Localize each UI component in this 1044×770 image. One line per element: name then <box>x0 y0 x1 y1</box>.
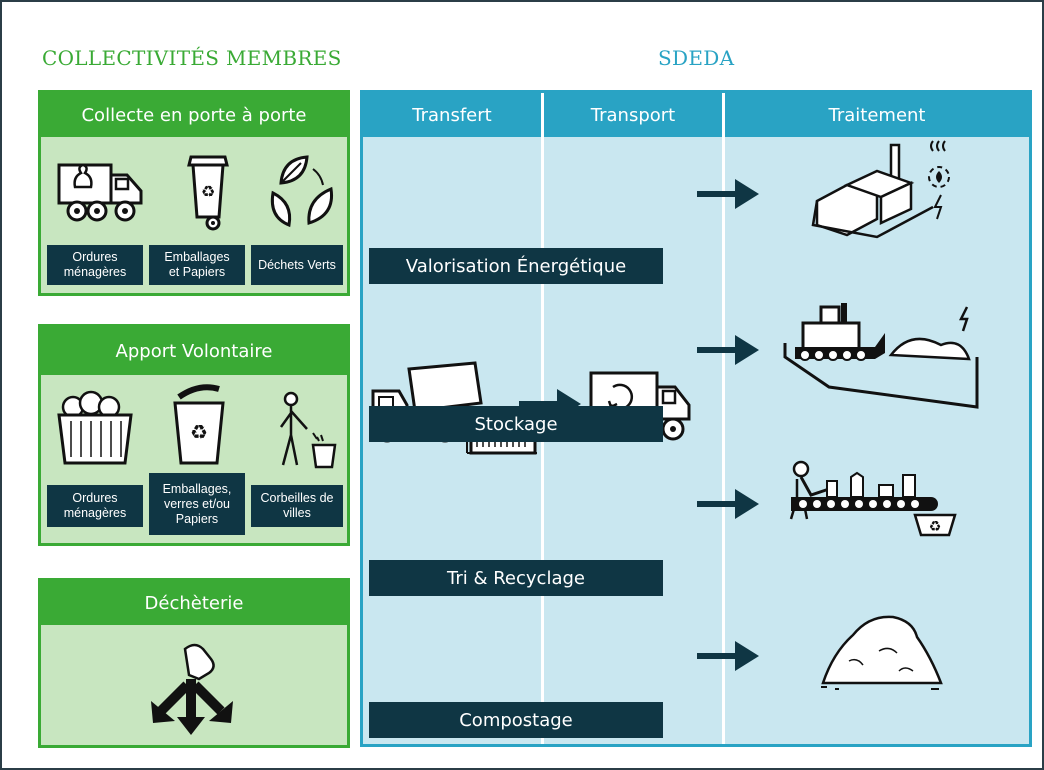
column-transport: Transport <box>544 93 722 137</box>
column-divider <box>722 93 725 744</box>
incinerator-plant-icon <box>811 140 950 239</box>
label-corbeilles-de-villes: Corbeilles de villes <box>251 485 343 527</box>
flow-arrow-icon <box>697 335 759 365</box>
panel-decheterie-title: Déchèterie <box>41 581 347 625</box>
column-traitement: Traitement <box>725 93 1029 137</box>
treatment-stockage: Stockage <box>369 406 663 442</box>
sorting-conveyor-icon: ♻ <box>789 460 957 537</box>
compost-pile-icon <box>821 615 943 690</box>
hand-dropping-arrows-icon <box>151 643 233 735</box>
label-emballages-papiers: Emballages et Papiers <box>149 245 245 285</box>
column-transfert: Transfert <box>363 93 541 137</box>
container-bags-icon <box>57 390 133 465</box>
panel-apport-volontaire-title: Apport Volontaire <box>41 327 347 375</box>
panel-decheterie: Déchèterie <box>38 578 350 748</box>
label-ordures-menageres: Ordures ménagères <box>47 245 143 285</box>
treatment-tri-recyclage: Tri & Recyclage <box>369 560 663 596</box>
garbage-truck-icon <box>57 163 143 222</box>
landfill-bulldozer-icon <box>783 303 979 409</box>
green-waste-leaves-icon <box>270 155 334 228</box>
wheelie-bin-icon: ♻ <box>187 155 229 231</box>
flow-arrow-icon <box>697 179 759 209</box>
recycling-bin-icon: ♻ <box>173 384 225 465</box>
members-header: COLLECTIVITÉS MEMBRES <box>42 46 342 70</box>
label-emballages-verres-papiers: Emballages, verres et/ou Papiers <box>149 473 245 535</box>
treatment-valorisation-energetique: Valorisation Énergétique <box>369 248 663 284</box>
svg-text:♻: ♻ <box>929 519 942 535</box>
panel-porte-a-porte-title: Collecte en porte à porte <box>41 93 347 137</box>
label-dechets-verts: Déchets Verts <box>251 245 343 285</box>
panel-porte-a-porte: Collecte en porte à porte ♻ Ordures ména… <box>38 90 350 296</box>
treatment-compostage: Compostage <box>369 702 663 738</box>
flow-arrow-icon <box>697 641 759 671</box>
svg-text:♻: ♻ <box>201 182 215 201</box>
panel-apport-volontaire: Apport Volontaire ♻ Ordures ménagères Em… <box>38 324 350 546</box>
person-throwing-trash-icon <box>279 391 337 469</box>
flow-arrow-icon <box>697 489 759 519</box>
svg-text:♻: ♻ <box>190 420 208 444</box>
label-ordures-menageres-av: Ordures ménagères <box>47 485 143 527</box>
sdeda-header: SDEDA <box>658 46 735 70</box>
